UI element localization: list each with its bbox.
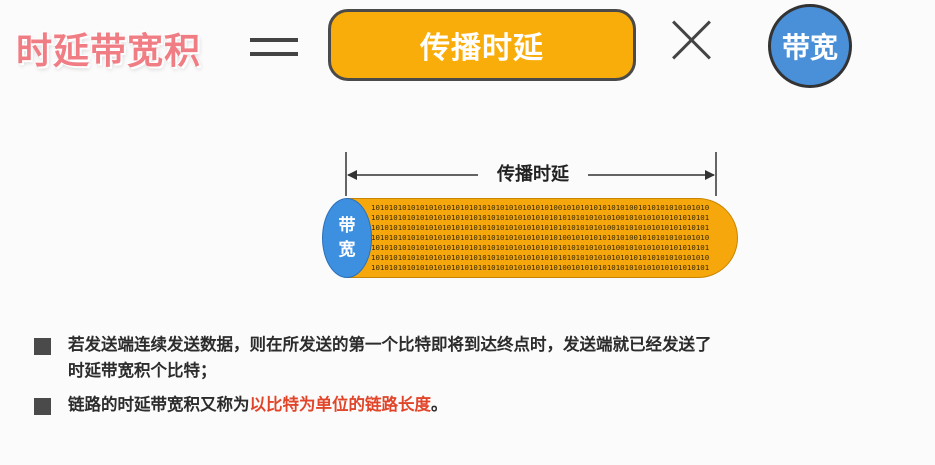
propagation-delay-box: 传播时延 — [328, 9, 636, 81]
bullet-highlight: 以比特为单位的链路长度 — [249, 395, 432, 414]
bandwidth-label: 带宽 — [781, 31, 838, 64]
formula-title: 时延带宽积 — [16, 31, 202, 72]
cap-label-top: 带 — [338, 216, 356, 236]
cap-label-bottom: 宽 — [338, 240, 356, 260]
bit-row: 1010101010101010101010101010101010101010… — [371, 263, 710, 272]
bullet-item: 链路的时延带宽积又称为以比特为单位的链路长度。 — [30, 392, 920, 418]
dimension-label: 传播时延 — [478, 162, 588, 188]
multiply-sign-icon — [668, 14, 718, 64]
bit-stream: 1010101010101010101010101010101010101010… — [347, 199, 737, 273]
bit-row: 1010101010101010101010101010101010101010… — [371, 233, 710, 242]
equals-sign-icon — [250, 34, 300, 60]
pipe-diagram: 传播时延 10101010101010101010101010101010101… — [0, 140, 935, 300]
pipe-cap-bandwidth: 带 宽 — [322, 198, 372, 278]
square-bullet-icon — [34, 398, 51, 415]
bullet-text-line: 时延带宽积个比特； — [68, 361, 217, 380]
bit-row: 1010101010101010101010101010101010101010… — [371, 223, 710, 232]
bit-row: 1010101010101010101010101010101010101010… — [371, 253, 710, 262]
bit-row: 1010101010101010101010101010101010101010… — [371, 213, 710, 222]
square-bullet-icon — [34, 338, 51, 355]
bit-row: 1010101010101010101010101010101010101010… — [371, 243, 710, 252]
bandwidth-circle: 带宽 — [768, 4, 852, 88]
bullet-item: 若发送端连续发送数据，则在所发送的第一个比特即将到达终点时，发送端就已经发送了 … — [30, 332, 920, 384]
link-pipe: 1010101010101010101010101010101010101010… — [346, 198, 738, 278]
bit-row: 1010101010101010101010101010101010101010… — [371, 203, 710, 212]
formula-row: 时延带宽积 传播时延 带宽 — [0, 0, 935, 100]
bullet-text-line: 若发送端连续发送数据，则在所发送的第一个比特即将到达终点时，发送端就已经发送了 — [68, 335, 712, 354]
bullet-text-line: 链路的时延带宽积又称为以比特为单位的链路长度。 — [68, 392, 920, 418]
bullet-suffix: 。 — [431, 395, 448, 414]
bullet-list: 若发送端连续发送数据，则在所发送的第一个比特即将到达终点时，发送端就已经发送了 … — [30, 332, 920, 426]
propagation-delay-label: 传播时延 — [420, 31, 544, 66]
bullet-prefix: 链路的时延带宽积又称为 — [68, 395, 250, 414]
